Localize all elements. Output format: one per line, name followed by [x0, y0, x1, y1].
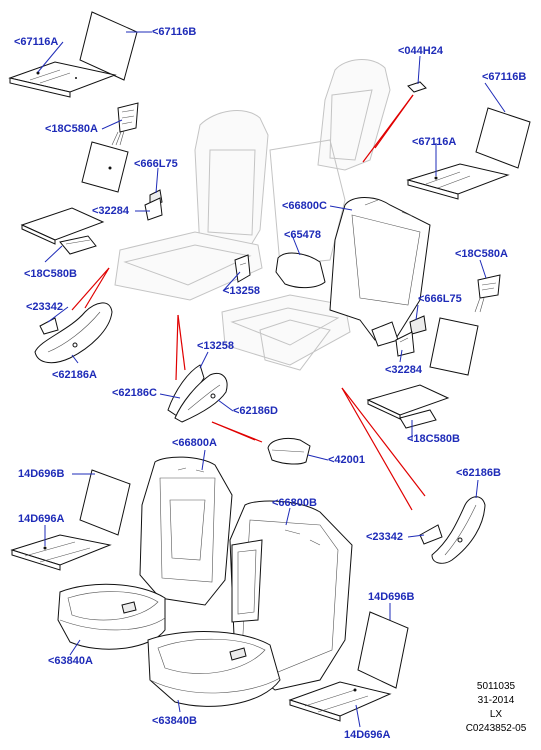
callout-63840A: <63840A [48, 655, 93, 667]
part-66800C [329, 197, 431, 347]
callout-32284-right: <32284 [385, 364, 423, 376]
callout-666L75-left: <666L75 [134, 158, 178, 170]
callout-62186B: <62186B [456, 467, 501, 479]
part-63840B [147, 631, 281, 707]
callout-66800C: <66800C [282, 200, 327, 212]
ghost-seat-assembly [114, 59, 391, 371]
callout-23342-right: <23342 [366, 531, 404, 543]
part-67116-right [406, 107, 531, 200]
leader-lines [37, 31, 506, 728]
part-18C580B-right [366, 384, 450, 429]
callout-66800A: <66800A [172, 437, 217, 449]
callout-18C580B-left: <18C580B [24, 268, 77, 280]
part-14D696-right [288, 611, 409, 722]
part-13258-left [234, 254, 251, 283]
reference-block: 5011035 31-2014 LX C0243852-05 [456, 680, 536, 736]
part-044H24 [407, 81, 427, 93]
callout-14D696B-left: 14D696B [18, 468, 65, 480]
callout-62186C: <62186C [112, 387, 157, 399]
part-62186B-23342-right [419, 496, 486, 564]
callout-62186A: <62186A [52, 369, 97, 381]
part-666L75-32284-left [144, 189, 163, 221]
part-18C580A-right [429, 274, 501, 376]
callout-67116B-top-left: <67116B [152, 26, 197, 38]
callout-18C580A-left: <18C580A [45, 123, 98, 135]
callout-67116A-top-left: <67116A [14, 36, 59, 48]
callout-14D696A-right: 14D696A [344, 729, 391, 741]
callout-23342-left: <23342 [26, 301, 64, 313]
callout-666L75-right: <666L75 [418, 293, 462, 305]
callout-42001: <42001 [328, 454, 366, 466]
reference-line-3: LX [489, 709, 503, 720]
part-666L75-32284-right [395, 315, 427, 357]
callout-65478: <65478 [284, 229, 322, 241]
callout-67116B-right: <67116B [482, 71, 527, 83]
reference-line-1: 5011035 [476, 681, 516, 692]
callout-18C580A-right: <18C580A [455, 248, 508, 260]
part-62186C-62186D [167, 364, 228, 423]
callout-044H24: <044H24 [398, 45, 443, 57]
callout-63840B: <63840B [152, 715, 197, 727]
part-65478 [275, 252, 326, 289]
part-67116-top-left [8, 11, 138, 98]
part-63840A [57, 583, 166, 650]
part-14D696-left [10, 469, 131, 571]
callout-32284-left: <32284 [92, 205, 130, 217]
callout-13258-left: <13258 [223, 285, 261, 297]
callout-14D696B-right: 14D696B [368, 591, 415, 603]
callout-67116A-right: <67116A [412, 136, 457, 148]
callout-14D696A-left: 14D696A [18, 513, 65, 525]
reference-lines [71, 94, 426, 511]
part-42001 [267, 437, 311, 465]
callout-13258-center: <13258 [197, 340, 235, 352]
reference-line-2: 31-2014 [477, 695, 515, 706]
callout-62186D: <62186D [233, 405, 278, 417]
callout-66800B: <66800B [272, 497, 317, 509]
reference-line-4: C0243852-05 [465, 723, 527, 734]
part-18C580A-left [81, 102, 139, 193]
part-18C580B-left [20, 207, 105, 255]
callout-18C580B-right: <18C580B [407, 433, 460, 445]
part-66800A [139, 456, 233, 606]
